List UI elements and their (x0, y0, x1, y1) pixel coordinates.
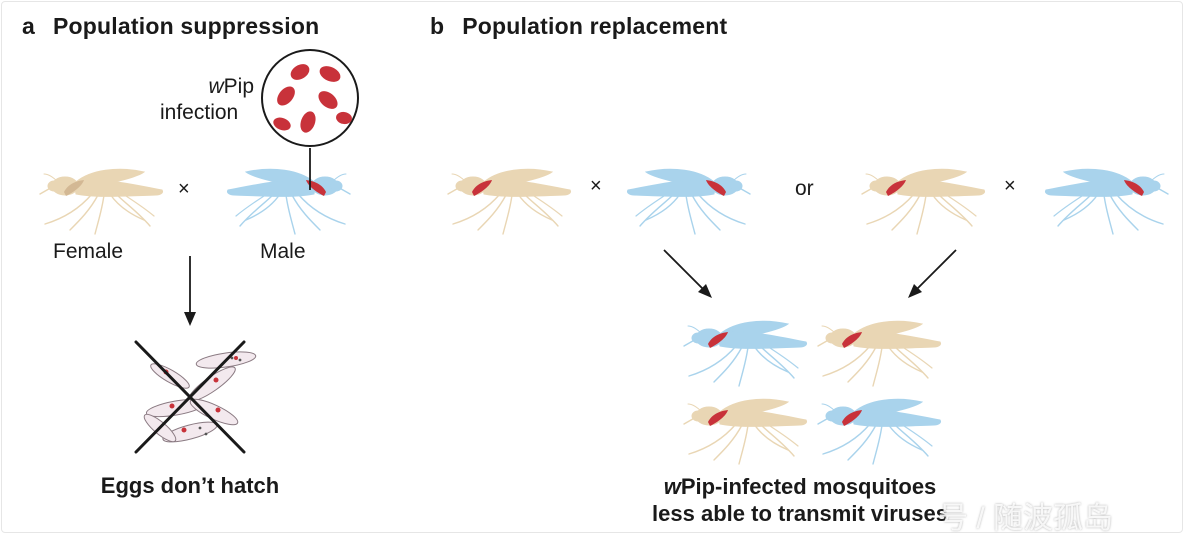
eggs-crossed-out (134, 340, 257, 454)
parent-female-2 (861, 168, 986, 235)
watermark-text: 号 / 随波孤岛 (938, 502, 1114, 535)
eggs-result-label: Eggs don’t hatch (100, 473, 280, 498)
panel-a-title-text: Population suppression (53, 13, 320, 39)
male-label: Male (260, 240, 306, 263)
panel-a-cross-symbol: × (178, 178, 190, 200)
wolbachia-zoom-circle (261, 49, 359, 147)
offspring-blue-2 (817, 398, 942, 465)
infection-label-line1: wPip (208, 75, 254, 98)
or-label: or (795, 177, 814, 200)
offspring-blue-1 (683, 320, 808, 387)
parent-female-1 (447, 168, 572, 235)
parent-male-2 (1044, 168, 1169, 235)
panel-b-cross-symbol-1: × (590, 175, 602, 197)
panel-b-title-text: Population replacement (462, 13, 728, 39)
replacement-result-line1: wPip-infected mosquitoes (663, 474, 937, 499)
male-mosquito (226, 168, 351, 235)
panel-b-title: b Population replacement (430, 13, 727, 40)
offspring-tan-2 (683, 398, 808, 465)
offspring-tan-1 (817, 320, 942, 387)
arrow-left-diagonal-icon (663, 249, 712, 298)
arrow-down-icon (184, 256, 196, 326)
replacement-result-line2: less able to transmit viruses (652, 501, 948, 526)
panel-b-cross-symbol-2: × (1004, 175, 1016, 197)
infection-label-line2: infection (160, 101, 239, 124)
panel-b-letter: b (430, 13, 445, 39)
parent-male-1 (626, 168, 751, 235)
arrow-right-diagonal-icon (908, 249, 957, 298)
panel-a-letter: a (22, 13, 35, 39)
replacement-result-label: wPip-infected mosquitoes less able to tr… (610, 473, 990, 527)
panel-a-title: a Population suppression (22, 13, 319, 40)
female-mosquito (39, 168, 164, 235)
female-label: Female (53, 240, 124, 263)
